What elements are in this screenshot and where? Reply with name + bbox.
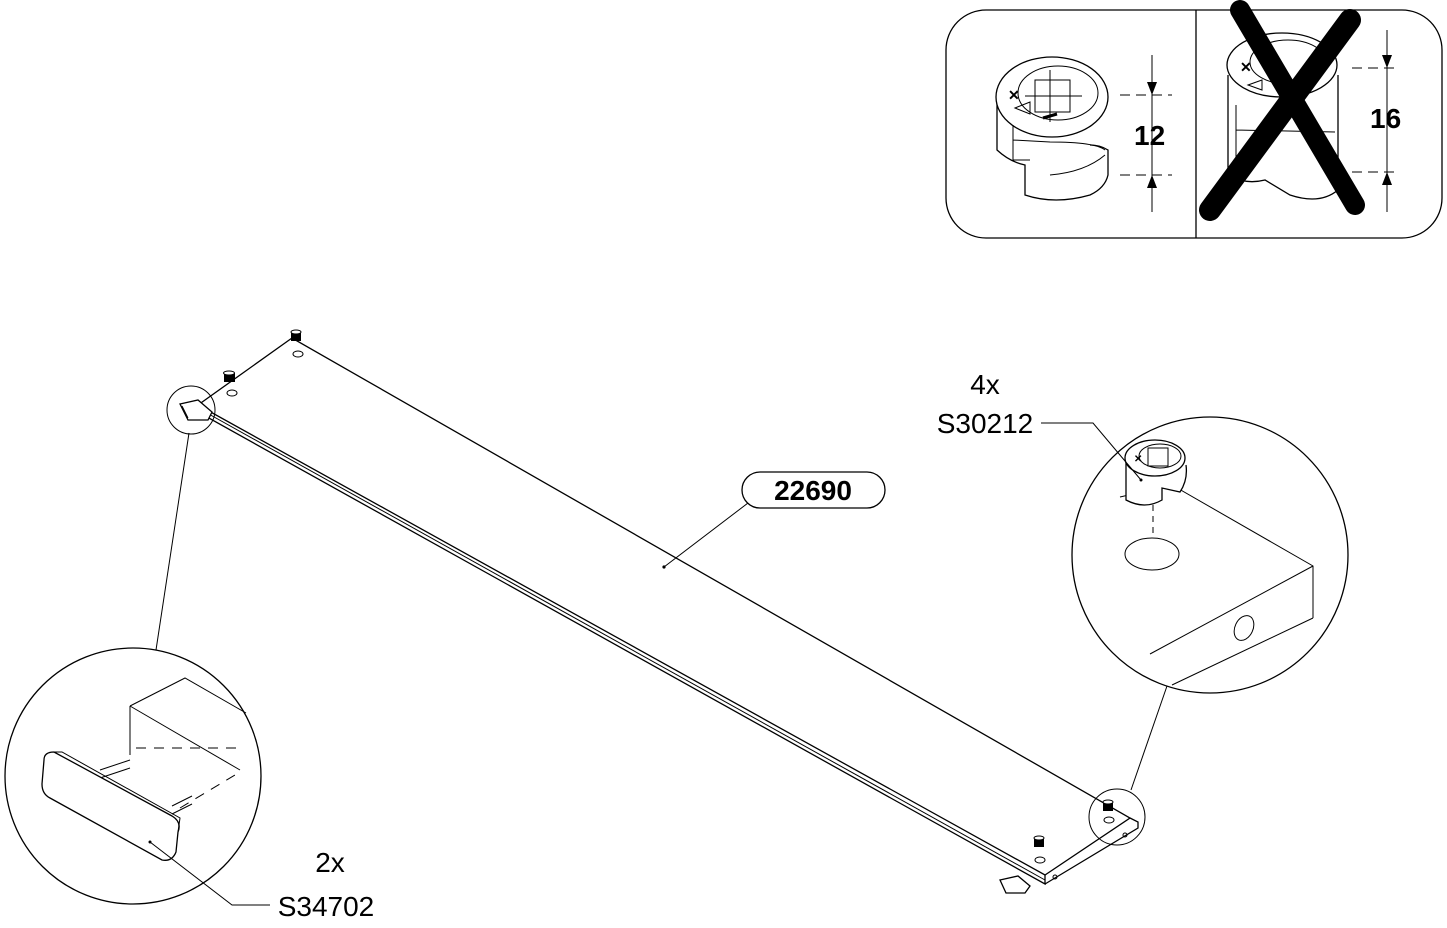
dimension-correct-value: 12 xyxy=(1134,120,1165,151)
cam-lock-correct-icon: ✕ xyxy=(995,56,1109,201)
end-cap-icon xyxy=(41,751,181,861)
part-number: 22690 xyxy=(774,475,852,506)
dowel-icon xyxy=(223,329,304,397)
cam-lock-code: S30212 xyxy=(937,408,1034,439)
panel-22690: 22690 xyxy=(166,329,1146,894)
cam-lock-quantity: 4x xyxy=(970,369,1000,400)
end-cap-quantity: 2x xyxy=(315,847,345,878)
dimension-incorrect: 16 xyxy=(1352,30,1401,212)
part-number-label: 22690 xyxy=(662,471,886,569)
detail-callout-left xyxy=(166,385,216,435)
dimension-correct: 12 xyxy=(1120,55,1172,212)
svg-text:✕: ✕ xyxy=(1240,59,1252,75)
svg-text:✕: ✕ xyxy=(1134,454,1142,465)
dimension-incorrect-value: 16 xyxy=(1370,103,1401,134)
svg-text:✕: ✕ xyxy=(1008,87,1020,103)
detail-callout-right xyxy=(1088,788,1146,846)
detail-end-cap: 2x S34702 xyxy=(4,432,375,922)
detail-cam-lock: ✕ 4x S30212 xyxy=(937,369,1349,791)
cam-lock-icon: ✕ xyxy=(1124,439,1188,506)
end-cap-icon xyxy=(999,875,1031,894)
end-cap-code: S34702 xyxy=(278,891,375,922)
end-cap-icon xyxy=(179,399,213,421)
dowel-icon xyxy=(1033,799,1128,880)
cross-mark-icon xyxy=(1199,0,1365,221)
orientation-inset: ✕ 12 ✕ xyxy=(945,0,1443,239)
